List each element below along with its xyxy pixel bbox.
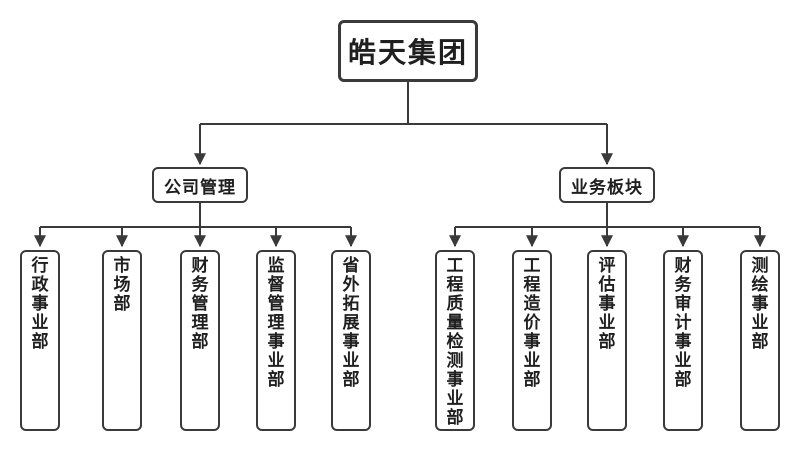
dept-box: 监督管理事业部 [256, 250, 296, 431]
dept-box: 测绘事业部 [740, 250, 780, 431]
dept-label: 工程质量检测事业部 [446, 256, 464, 427]
dept-label: 监督管理事业部 [267, 256, 285, 389]
dept-label: 财务审计事业部 [674, 256, 692, 389]
branch-box-business-sectors: 业务板块 [559, 167, 655, 203]
root-box: 皓天集团 [338, 20, 478, 82]
branch-box-company-management: 公司管理 [152, 167, 248, 203]
dept-label: 行政事业部 [31, 256, 49, 351]
dept-label: 市场部 [113, 256, 131, 313]
dept-box: 财务管理部 [180, 250, 220, 431]
dept-label: 财务管理部 [191, 256, 209, 351]
dept-box: 财务审计事业部 [663, 250, 703, 431]
dept-box: 工程造价事业部 [512, 250, 552, 431]
branch-label: 业务板块 [571, 177, 643, 197]
dept-box: 行政事业部 [20, 250, 60, 431]
dept-box: 工程质量检测事业部 [435, 250, 475, 431]
dept-label: 评估事业部 [598, 256, 616, 351]
root-label: 皓天集团 [347, 37, 468, 68]
branch-label: 公司管理 [164, 177, 236, 197]
dept-label: 测绘事业部 [751, 256, 769, 351]
dept-box: 市场部 [102, 250, 142, 431]
dept-box: 评估事业部 [587, 250, 627, 431]
dept-box: 省外拓展事业部 [331, 250, 371, 431]
dept-label: 省外拓展事业部 [342, 256, 360, 389]
dept-label: 工程造价事业部 [523, 256, 541, 389]
